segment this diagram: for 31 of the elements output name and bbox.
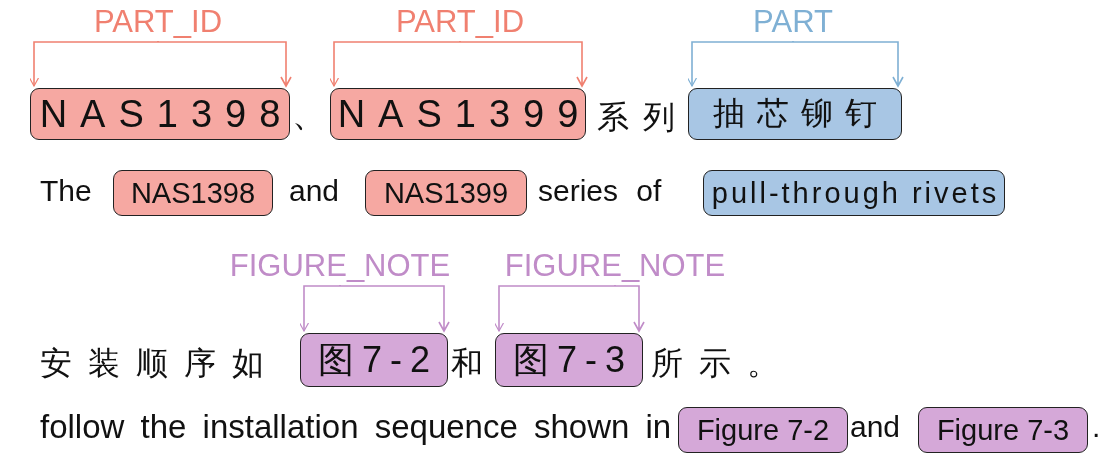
sentence-text: .: [1092, 410, 1101, 444]
highlight-box: 图7-3: [495, 333, 643, 387]
sentence-text: and: [850, 410, 901, 444]
highlight-box: 抽芯铆钉: [688, 88, 902, 140]
sentence-text: 系列: [597, 98, 689, 137]
highlight-box: NAS1399: [365, 170, 527, 216]
tag-label: FIGURE_NOTE: [229, 246, 451, 286]
highlight-box: pull-through rivets: [703, 170, 1005, 216]
bracket-arrow: [686, 40, 904, 88]
bracket-arrow: [328, 40, 588, 88]
highlight-box: Figure 7-3: [918, 407, 1088, 453]
highlight-box: NAS1399: [330, 88, 586, 140]
sentence-text: series of: [538, 174, 662, 208]
sentence-text: and: [289, 174, 340, 208]
tag-label: PART_ID: [395, 2, 525, 42]
sentence-text: 所示。: [651, 344, 795, 383]
tag-label: PART: [753, 2, 833, 42]
sentence-text: The: [40, 174, 92, 208]
sentence-text: 、: [292, 95, 326, 135]
highlight-box: Figure 7-2: [678, 407, 848, 453]
highlight-box: 图7-2: [300, 333, 448, 387]
highlight-box: NAS1398: [30, 88, 290, 140]
highlight-box: NAS1398: [113, 170, 273, 216]
bracket-arrow: [493, 284, 645, 333]
tag-label: FIGURE_NOTE: [504, 246, 726, 286]
sentence-text: 安装顺序如: [40, 344, 280, 383]
sentence-text: follow the installation sequence shown in: [40, 408, 672, 446]
bracket-arrow: [28, 40, 292, 88]
bracket-arrow: [298, 284, 450, 333]
tag-label: PART_ID: [93, 2, 223, 42]
sentence-text: 和: [451, 344, 483, 383]
